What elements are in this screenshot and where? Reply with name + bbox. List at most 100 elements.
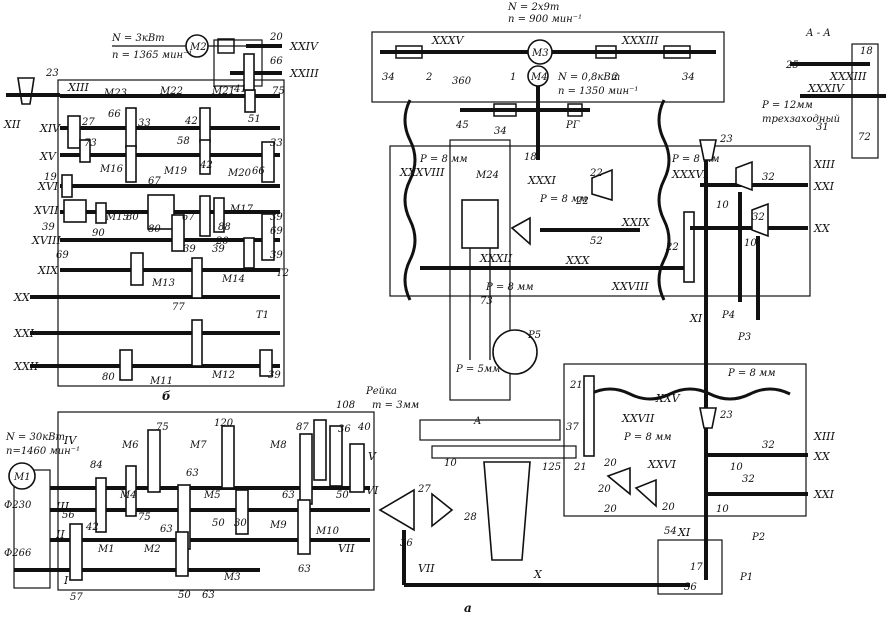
gear-label: 80: [148, 224, 161, 235]
bevel-gear-20: [606, 466, 631, 496]
shaft-label-xxviii: XXVIII: [611, 280, 649, 293]
clutch-label: M5: [203, 490, 221, 501]
pitch-label: P = 8 мм: [539, 194, 588, 205]
nut-label: 2: [611, 72, 618, 83]
pitch-label: P = 8 мм: [485, 282, 534, 293]
gear-label: 84: [90, 460, 103, 471]
shaft-label-xxxvi: XXXVI: [671, 168, 708, 181]
shaft-label-xx-b: XX: [813, 450, 831, 463]
nut-label: 2: [425, 72, 432, 83]
gear-label: 30: [234, 518, 247, 529]
clutch-label: M24: [475, 170, 499, 181]
clutch-label: M19: [163, 166, 188, 177]
thread-starts-label: трехзаходный: [762, 114, 840, 125]
shaft-label-xvii: XVII: [33, 204, 59, 217]
gear-label: 32: [752, 212, 765, 223]
clutch-label: M8: [269, 440, 287, 451]
gear-label: 37: [566, 422, 579, 433]
shaft-label-xxxiii: XXXIII: [829, 70, 867, 83]
gear-label: 33: [270, 138, 283, 149]
clutch-label: M12: [211, 370, 235, 381]
clutch-label: M14: [221, 274, 245, 285]
worktable: A 10 125: [419, 416, 577, 561]
gear-label: 51: [248, 114, 261, 125]
clutch-label: M16: [99, 164, 124, 175]
shaft-label-iv: IV: [63, 434, 77, 447]
gear-label: 69: [56, 250, 69, 261]
bevel-gear-20-b: [634, 478, 657, 508]
shaft-label-iii: III: [55, 500, 70, 513]
motor-m4-power: N = 0,8кВт: [557, 72, 620, 83]
gear-label: 17: [690, 562, 703, 573]
rack-module-label: m = 3мм: [372, 400, 419, 411]
clutch-label: M1: [97, 544, 115, 555]
shaft-label-xiii: XIII: [813, 158, 836, 171]
pitch-label: P = 5мм: [455, 364, 500, 375]
shaft-label-xii: XII: [3, 118, 21, 131]
gear-label: 41: [233, 84, 247, 95]
bevel-gear-xii: [17, 77, 35, 105]
shaft-label-xxx: XXX: [565, 254, 591, 267]
p1-label: P1: [739, 572, 753, 583]
clutch-label: M6: [121, 440, 139, 451]
spindle-housing: [449, 139, 511, 401]
pulley-label: Ф266: [4, 548, 32, 559]
shaft-label-xxi-b: XXI: [813, 488, 835, 501]
panel-b-gears: [61, 53, 275, 381]
shaft-label-xxxi: XXXI: [527, 174, 556, 187]
gear-label: 80: [102, 372, 115, 383]
motor-m3-speed: n = 900 мин⁻¹: [508, 14, 582, 25]
pitch-label: P = 8 мм: [419, 154, 468, 165]
motor-m3-power: N = 2х9т: [507, 2, 559, 13]
gear-label: 20: [603, 458, 617, 469]
shaft-label-xv: XV: [39, 150, 57, 163]
gear-label: 72: [858, 132, 871, 143]
ram-frame: [389, 145, 811, 297]
gearbox-gears: [69, 419, 365, 581]
gear-label: 19: [44, 172, 57, 183]
bevel-gear-28: [431, 492, 454, 528]
pitch-label: P = 8 мм: [671, 154, 720, 165]
clutch-label: M17: [229, 204, 254, 215]
bevel-gear-22: [591, 168, 613, 202]
gear-label: 39: [42, 222, 55, 233]
clutch-label: M22: [159, 86, 183, 97]
nut-label: 34: [682, 72, 695, 83]
section-housing: [851, 43, 879, 159]
bevel-gear-32-b: [751, 202, 769, 238]
bevel-gear-27: [378, 488, 415, 532]
shaft-label-xxi: XXI: [13, 327, 35, 340]
gear-label: 25: [785, 60, 799, 71]
shaft-label-vii: VII: [338, 542, 355, 555]
motor-m1: [8, 462, 36, 490]
panel-b-caption: б: [162, 389, 171, 403]
section-title: А - А: [805, 28, 831, 39]
motor-m4-speed: n = 1350 мин⁻¹: [558, 86, 638, 97]
screw-xxv: [589, 387, 791, 401]
shaft-label-xviii: XVIII: [31, 234, 61, 247]
bevel-gear-22-b: [510, 216, 531, 246]
shaft-label-x: X: [533, 568, 543, 581]
nut-label: 34: [382, 72, 395, 83]
main-caption: а: [464, 601, 472, 615]
gearbox-frame: [57, 411, 375, 591]
pitch-label-12: P = 12мм: [761, 100, 813, 111]
gear-label: 80: [126, 212, 139, 223]
p4-label: P4: [721, 310, 735, 321]
gear-label: 63: [282, 490, 295, 501]
shaft-label-xxxv: XXXIII: [621, 34, 659, 47]
shaft-label-xxvi: XXVI: [647, 458, 677, 471]
table-top: [419, 419, 561, 441]
gear-label: 50: [212, 518, 225, 529]
table-slide: [431, 445, 577, 459]
top-beam-frame: [371, 31, 725, 103]
gear-label: 39: [183, 244, 196, 255]
gear-label: 20: [215, 236, 229, 247]
gear-label: 56: [62, 510, 75, 521]
gear-label: 32: [762, 172, 775, 183]
gear-label: 45: [455, 120, 469, 131]
motor-m1-power: N = 30кВт: [5, 432, 65, 443]
gear-label: 67: [182, 212, 195, 223]
shaft-label-xxxviii: XXXVIII: [399, 166, 445, 179]
motor-m2-label: M2: [189, 42, 207, 53]
